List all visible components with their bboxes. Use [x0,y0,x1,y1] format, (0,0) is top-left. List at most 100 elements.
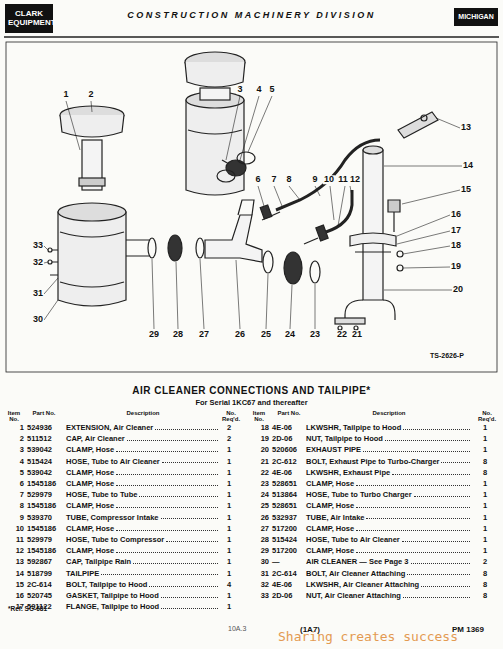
item-number: 24 [251,491,269,499]
callout-number: 29 [148,330,160,339]
callout-number: 21 [351,330,363,339]
item-number: 33 [251,592,269,600]
description-cell: CLAMP, Hose [66,502,220,510]
part-description: CLAMP, Hose [306,525,354,533]
page-code: 10A.3 [228,625,246,632]
part-number: 528651 [272,502,297,510]
callout-number: 13 [460,123,472,132]
logo-text: MICHIGAN [458,13,493,21]
dot-leader [421,586,470,587]
quantity: 1 [222,603,236,611]
part-description: TUBE, Air Intake [306,514,364,522]
part-description: HOSE, Tube to Turbo Charger [306,491,412,499]
callout-number: 30 [32,315,44,324]
dot-leader [127,440,218,441]
part-number: — [272,558,280,566]
dot-leader [139,496,218,497]
description-cell: LKWSHR, Air Cleaner Attaching [306,581,472,589]
watermark: Sharing creates success [278,630,458,644]
item-number: 26 [251,514,269,522]
item-number: 12 [6,547,24,555]
callout-number: 1 [62,90,69,99]
part-description: EXTENSION, Air Cleaner [66,424,153,432]
item-number: 3 [6,446,24,454]
quantity: 1 [478,424,492,432]
catalog-title: AIR CLEANER CONNECTIONS AND TAILPIPE* [0,386,503,397]
quantity: 1 [222,469,236,477]
dot-leader [411,563,470,564]
quantity: 8 [478,469,492,477]
reference-note: *Ref. SG-681 [8,606,47,613]
part-description: HOSE, Tube to Compressor [66,536,164,544]
description-cell: HOSE, Tube to Tube [66,491,220,499]
item-number: 29 [251,547,269,555]
description-cell: BOLT, Tailpipe to Hood [66,581,220,589]
part-description: CLAMP, Hose [66,502,114,510]
item-number: 31 [251,570,269,578]
part-description: CLAMP, Hose [66,480,114,488]
dot-leader [366,518,470,519]
column-header: Item No. [249,410,269,423]
dot-leader [155,429,218,430]
quantity: 8 [478,458,492,466]
quantity: 1 [478,514,492,522]
description-cell: NUT, Air Cleaner Attaching [306,592,472,600]
part-number: 513864 [272,491,297,499]
description-cell: CLAMP, Hose [66,446,220,454]
part-number: 515424 [27,458,52,466]
part-number: 539042 [27,446,52,454]
callout-number: 4 [255,85,262,94]
callout-number: 24 [284,330,296,339]
dot-leader [116,474,218,475]
part-description: BOLT, Tailpipe to Hood [66,581,147,589]
part-number: 2C-612 [272,458,297,466]
part-number: 2D-06 [272,435,292,443]
part-description: CLAMP, Hose [306,480,354,488]
quantity: 1 [478,525,492,533]
quantity: 1 [478,491,492,499]
part-number: 539370 [27,514,52,522]
dot-leader [101,574,218,575]
part-description: LKWSHR, Air Cleaner Attaching [306,581,419,589]
part-description: CAP, Tailpipe Rain [66,558,131,566]
description-cell: CLAMP, Hose [306,502,472,510]
description-cell: LKWSHR, Exhaust Pipe [306,469,472,477]
part-number: 517200 [272,525,297,533]
dot-leader [402,541,470,542]
item-number: 25 [251,502,269,510]
description-cell: NUT, Tailpipe to Hood [306,435,472,443]
item-number: 1 [6,424,24,432]
item-number: 30 [251,558,269,566]
dot-leader [356,530,470,531]
quantity: 1 [478,446,492,454]
column-header: No. Req'd. [222,410,240,423]
item-number: 27 [251,525,269,533]
dot-leader [414,496,470,497]
callout-number: 7 [270,175,277,184]
serial-range: For Serial 1KC67 and thereafter [0,399,503,407]
item-number: 19 [251,435,269,443]
part-number: 539042 [27,469,52,477]
callout-number: 33 [32,241,44,250]
part-description: NUT, Tailpipe to Hood [306,435,383,443]
callout-number: 26 [234,330,246,339]
callout-number: 23 [309,330,321,339]
quantity: 1 [478,502,492,510]
brand-logo: CLARK EQUIPMENT [5,4,53,33]
dot-leader [363,451,470,452]
description-cell: HOSE, Tube to Air Cleaner [306,536,472,544]
column-header: Part No. [272,410,306,416]
callout-number: 22 [336,330,348,339]
quantity: 1 [222,514,236,522]
description-cell: TUBE, Air Intake [306,514,472,522]
part-description: NUT, Air Cleaner Attaching [306,592,401,600]
quantity: 1 [222,592,236,600]
item-number: 9 [6,514,24,522]
column-header: Item No. [4,410,24,423]
dot-leader [166,541,218,542]
dot-leader [403,597,470,598]
callout-number: 18 [450,241,462,250]
dot-leader [116,530,218,531]
item-number: 22 [251,469,269,477]
part-number: 2D-06 [272,592,292,600]
